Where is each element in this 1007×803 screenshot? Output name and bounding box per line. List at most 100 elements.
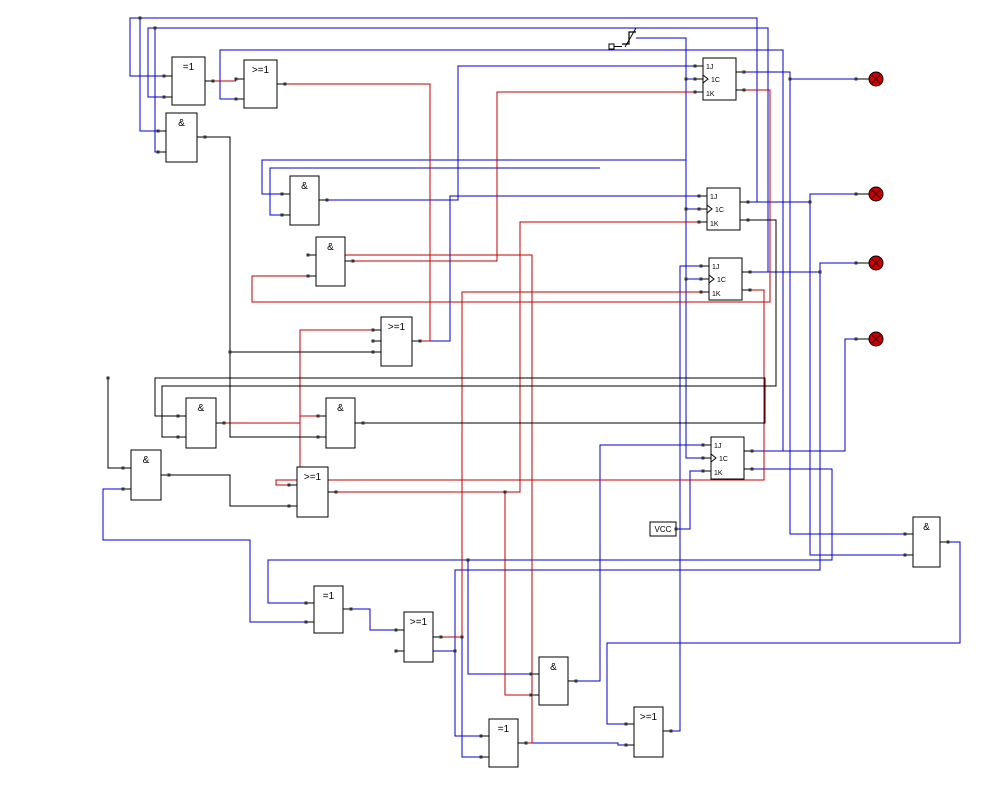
pin-dot — [854, 337, 858, 341]
and-gate[interactable]: & — [316, 397, 365, 449]
led-indicator[interactable] — [854, 186, 884, 202]
pin-dot — [234, 97, 238, 101]
wire-blue[interactable] — [576, 444, 703, 682]
pin-dot — [121, 466, 125, 470]
wire-blue[interactable] — [789, 79, 905, 535]
wire-blue[interactable] — [219, 49, 784, 452]
pin-dot — [334, 490, 338, 494]
xor-gate[interactable]: =1 — [479, 718, 528, 768]
pin-dot — [903, 553, 907, 557]
wire-blue[interactable] — [267, 468, 833, 604]
wire-black[interactable] — [161, 219, 777, 438]
wire-black[interactable] — [107, 378, 123, 469]
clock-terminal — [608, 43, 615, 50]
wire-blue[interactable] — [102, 488, 306, 623]
wire-red[interactable] — [336, 221, 699, 493]
pin-dot — [524, 741, 528, 745]
wire-red[interactable] — [251, 89, 771, 303]
pin-dot — [854, 261, 858, 265]
pin-dot — [234, 77, 238, 81]
wire-red[interactable] — [441, 291, 701, 638]
or-gate[interactable]: >=1 — [234, 59, 287, 109]
wire-blue[interactable] — [606, 541, 961, 725]
wire-blue[interactable] — [461, 637, 481, 758]
wire-blue[interactable] — [752, 338, 856, 452]
wire-red[interactable] — [504, 492, 531, 696]
flipflop-label-j: 1J — [706, 64, 713, 71]
and-gate[interactable]: & — [903, 516, 950, 568]
wire-blue[interactable] — [139, 18, 158, 132]
gate-body — [185, 397, 217, 449]
wire-red[interactable] — [299, 415, 318, 480]
wire-black[interactable] — [154, 377, 766, 424]
or-gate[interactable]: >=1 — [287, 466, 338, 518]
flipflop-label-k: 1K — [706, 91, 715, 98]
pin-dot — [701, 456, 705, 460]
gate-body — [165, 112, 198, 163]
wire-blue[interactable] — [154, 28, 158, 153]
pin-dot — [371, 339, 375, 343]
pin-dot — [439, 635, 443, 639]
wire-blue[interactable] — [750, 262, 856, 273]
pin-dot — [669, 729, 673, 733]
pin-dot — [316, 435, 320, 439]
pin-dot — [156, 150, 160, 154]
xor-gate[interactable]: =1 — [162, 56, 215, 106]
vcc-source[interactable]: VCC — [649, 521, 678, 537]
wire-blue[interactable] — [744, 71, 856, 80]
wire-red[interactable] — [308, 254, 533, 744]
clock-input[interactable] — [608, 27, 640, 50]
gate-body — [171, 56, 206, 106]
pin-dot — [748, 288, 752, 292]
xor-gate[interactable]: =1 — [304, 585, 353, 634]
flipflop-label-c: 1C — [717, 277, 726, 284]
led-indicator[interactable] — [854, 255, 884, 271]
wire-blue[interactable] — [351, 608, 396, 631]
pin-dot — [394, 649, 398, 653]
gate-body — [488, 718, 519, 768]
led-indicator[interactable] — [854, 331, 884, 347]
and-gate[interactable]: & — [121, 449, 171, 501]
wire-blue[interactable] — [748, 193, 856, 203]
and-gate[interactable]: & — [306, 236, 355, 287]
and-gate[interactable]: & — [280, 175, 329, 226]
wire-blue[interactable] — [809, 202, 905, 556]
pin-dot — [280, 192, 284, 196]
and-gate[interactable]: & — [176, 397, 226, 449]
clock-edge-marker — [710, 453, 717, 463]
wire-black[interactable] — [205, 136, 373, 353]
or-gate[interactable]: >=1 — [624, 706, 673, 758]
pin-dot — [701, 443, 705, 447]
wire-blue[interactable] — [676, 470, 703, 530]
led-indicator[interactable] — [854, 71, 884, 87]
wire-black[interactable] — [229, 352, 318, 438]
wire-red[interactable] — [353, 91, 695, 262]
wire-red[interactable] — [224, 329, 373, 424]
and-gate[interactable]: & — [156, 112, 207, 163]
wire-blue[interactable] — [454, 651, 481, 737]
wire-blue[interactable] — [467, 560, 531, 675]
wire-blue[interactable] — [269, 167, 600, 216]
wire-junction — [684, 207, 688, 211]
wire-blue[interactable] — [526, 742, 626, 746]
wire-blue[interactable] — [636, 37, 703, 459]
or-gate[interactable]: >=1 — [371, 316, 422, 367]
and-gate[interactable]: & — [529, 656, 578, 706]
wire-blue[interactable] — [396, 272, 821, 652]
wire-junction — [453, 649, 457, 653]
clock-waveform-icon — [622, 31, 636, 45]
or-gate[interactable]: >=1 — [394, 611, 443, 663]
wire-blue[interactable] — [327, 65, 695, 201]
wire-junction — [106, 376, 110, 380]
wire-blue[interactable] — [261, 159, 686, 195]
pin-dot — [283, 82, 287, 86]
wire-blue[interactable] — [671, 265, 701, 732]
wire-blue[interactable] — [420, 195, 699, 342]
wire-black[interactable] — [169, 474, 289, 507]
wire-blue[interactable] — [129, 17, 758, 203]
wire-junction — [788, 77, 792, 81]
